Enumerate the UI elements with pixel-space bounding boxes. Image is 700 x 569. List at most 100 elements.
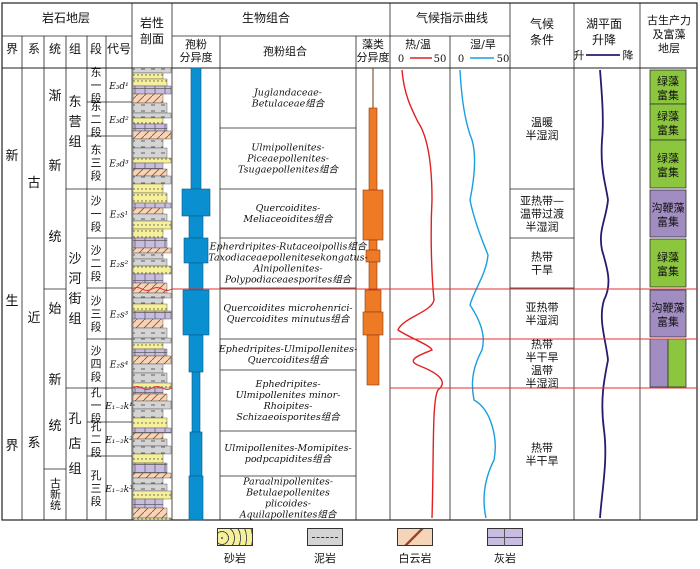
- member-name-char: 段: [91, 220, 102, 234]
- climate-condition-labels: 温暖半湿润亚热带—温带过渡半湿润热带干旱亚热带半湿润热带半干旱温带半湿润热带半干…: [520, 116, 564, 468]
- unconformity-line: [131, 287, 173, 291]
- group-shahejie-char: 街: [68, 292, 81, 307]
- climate-curves: [397, 69, 496, 519]
- header-algae-a: 藻类: [362, 37, 384, 51]
- member-code: E₃d²: [108, 116, 129, 126]
- group-dongying-char: 营: [68, 115, 81, 130]
- algae-diversity-bar: [362, 311, 384, 336]
- header-algae-b: 分异度: [357, 50, 390, 64]
- member-code: E₂s⁴: [109, 361, 129, 371]
- member-name-char: 段: [91, 445, 102, 459]
- spore-diversity-bar: [182, 289, 210, 336]
- lake-down-label: 降: [623, 48, 634, 62]
- climate-condition-line: 半湿润: [526, 220, 559, 234]
- header-labels: 岩石地层 界 系 统 组 段 代号 岩性 剖面 生物组合 孢粉 分异度 孢粉组合…: [6, 10, 691, 65]
- system-char: 系: [27, 436, 40, 451]
- header-member: 段: [90, 41, 102, 56]
- group-shahejie-char: 河: [68, 272, 81, 287]
- series-shixin-char: 始: [48, 302, 61, 317]
- member-name-char: 段: [91, 370, 102, 384]
- member-name-char: 段: [91, 269, 102, 283]
- lithology-bed: [132, 237, 168, 249]
- lithology-bed: [132, 438, 168, 447]
- paleo-label-line2: 富集: [657, 264, 679, 278]
- member-name-char: 二: [91, 257, 102, 270]
- lithology-bed: [132, 112, 172, 119]
- group-dongying-char: 东: [68, 95, 81, 110]
- header-climate-curves: 气候指示曲线: [416, 10, 488, 25]
- lithology-bed: [132, 498, 164, 509]
- humid-curve: [459, 69, 496, 519]
- member-name-char: 一: [91, 208, 102, 221]
- lithology-bed: [132, 72, 164, 80]
- lithology-bed: [132, 258, 168, 267]
- assemblage-line: Polypodiaceaesporites组合: [224, 274, 353, 286]
- assemblage-line: Piceaepollenites-: [246, 154, 329, 165]
- lithology-bed: [132, 78, 168, 87]
- header-climate-a: 气候: [530, 16, 554, 31]
- lithology-bed: [132, 130, 172, 140]
- lithology-bed: [132, 157, 172, 164]
- lithology-bed: [132, 67, 172, 74]
- lithology-bed: [132, 363, 164, 374]
- member-name-char: 三: [91, 157, 102, 170]
- lithology-bed: [132, 202, 172, 209]
- header-spore-b: 分异度: [180, 50, 213, 64]
- series-labels: 渐 新 统 始 新 统 古新统: [48, 89, 61, 511]
- spore-diversity-bar: [183, 237, 209, 264]
- assemblage-line: Quercoidites组合: [248, 354, 330, 366]
- paleo-block: [649, 69, 687, 105]
- header-lake-b: 升降: [592, 33, 616, 47]
- assemblage-line: Epherdripites-Rutaceoipollis组合: [209, 241, 368, 253]
- member-name-char: 东: [91, 144, 102, 157]
- member-code: E₃d¹: [108, 82, 129, 92]
- header-system: 系: [28, 42, 40, 56]
- member-name-char: 四: [91, 358, 102, 371]
- lithology-bed: [132, 213, 168, 222]
- paleo-label-line2: 富集: [657, 315, 679, 329]
- lithology-bed: [132, 393, 168, 402]
- member-labels: 东一段E₃d¹东二段E₃d²东三段E₃d³沙一段E₂s¹沙二段E₂s²沙三段E₂…: [91, 66, 134, 508]
- member-code: E₂s²: [109, 260, 129, 270]
- assemblage-line: Quercoidites microhenrici-: [223, 303, 352, 314]
- assemblage-line: Aquilapollenites组合: [239, 509, 338, 521]
- paleo-label-line2: 富集: [657, 88, 679, 102]
- outer-frame: [1, 2, 698, 521]
- member-name-char: 段: [91, 494, 102, 508]
- spore-diversity-bar: [190, 67, 202, 190]
- spore-diversity-bar: [191, 371, 201, 433]
- climate-condition-line: 半湿润: [526, 313, 559, 327]
- member-code: E₃d³: [108, 160, 129, 170]
- header-paleo-a: 古生产力: [647, 13, 691, 27]
- assemblage-line: Betulaepollenites: [245, 488, 330, 499]
- lithology-bed: [132, 162, 164, 170]
- lithology-column: [132, 67, 172, 521]
- heat-scale-zero: 0: [398, 54, 404, 65]
- algae-diversity-bar: [365, 249, 381, 263]
- lithology-bed: [132, 342, 164, 350]
- header-strat: 岩石地层: [42, 10, 90, 25]
- paleo-label-line1: 沟鞭藻: [652, 201, 685, 215]
- climate-condition-line: 亚热带—: [520, 195, 564, 208]
- paleo-block: [667, 338, 687, 388]
- system-char: 古: [27, 176, 40, 191]
- header-series: 统: [49, 42, 61, 56]
- lithology-bed: [132, 102, 168, 114]
- algae-diversity-bar: [368, 261, 378, 291]
- assemblage-line: Ulmipollenites-: [251, 143, 324, 154]
- assemblage-line: Alnipollenites-: [252, 264, 322, 275]
- climate-condition-line: 温暖: [531, 116, 553, 129]
- member-name-char: 孔: [91, 420, 102, 433]
- assemblage-labels: Juglandaceae-Betulaceae组合Ulmipollenites-…: [208, 88, 368, 521]
- lithology-bed: [132, 252, 164, 260]
- member-name-char: 段: [91, 91, 102, 105]
- group-shahejie-char: 沙: [68, 252, 81, 267]
- assemblage-line: Ulmipollenites-Momipites-: [224, 443, 351, 454]
- lithology-bed: [132, 472, 172, 479]
- group-kongdian-char: 孔: [68, 412, 81, 427]
- lithology-bed: [132, 265, 172, 275]
- spore-diversity-bar: [188, 215, 204, 239]
